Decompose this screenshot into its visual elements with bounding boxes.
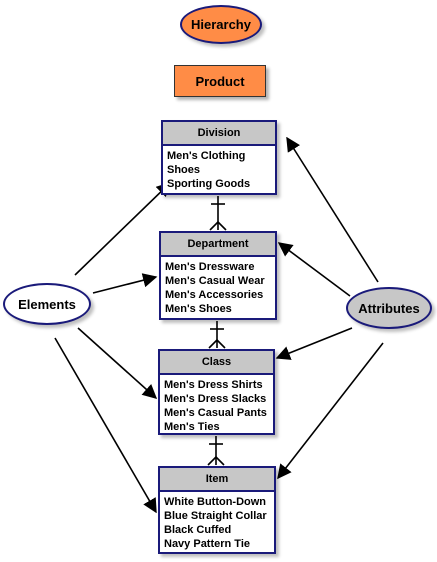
product-box: Product [174, 65, 266, 97]
level-item: Men's Casual Pants [164, 407, 267, 419]
level-items: White Button-Down Blue Straight Collar B… [160, 492, 274, 551]
level-item: Blue Straight Collar [164, 510, 267, 522]
level-division: Division Men's Clothing Shoes Sporting G… [161, 120, 277, 195]
product-label: Product [195, 73, 245, 89]
level-header: Item [160, 468, 274, 492]
title-text: Hierarchy [191, 17, 251, 32]
attributes-bubble: Attributes [346, 287, 432, 329]
title-bubble: Hierarchy [180, 5, 262, 44]
level-items: Men's Dressware Men's Casual Wear Men's … [161, 257, 275, 316]
attributes-label: Attributes [358, 300, 420, 316]
elements-label: Elements [18, 296, 76, 312]
level-item: Men's Dress Slacks [164, 393, 267, 405]
class-item-connector [207, 436, 225, 466]
level-item: White Button-Down [164, 496, 267, 508]
level-items: Men's Dress Shirts Men's Dress Slacks Me… [160, 375, 273, 434]
level-department: Department Men's Dressware Men's Casual … [159, 231, 277, 320]
elements-to-division-arrow [74, 181, 172, 276]
level-class: Class Men's Dress Shirts Men's Dress Sla… [158, 349, 275, 435]
attributes-to-division-arrow [286, 136, 379, 283]
department-class-connector [208, 321, 226, 349]
division-department-connector [209, 196, 227, 231]
level-items: Men's Clothing Shoes Sporting Goods [163, 146, 275, 191]
level-header: Class [160, 351, 273, 375]
elements-to-item-arrow [54, 337, 157, 514]
level-item: Black Cuffed [164, 524, 232, 536]
level-item: Men's Ties [164, 421, 220, 433]
attributes-to-department-arrow [277, 242, 351, 297]
level-header: Department [161, 233, 275, 257]
level-header: Division [163, 122, 275, 146]
level-item: Shoes [167, 164, 201, 176]
level-item: Men's Clothing [167, 150, 246, 162]
attributes-to-class-arrow [275, 327, 353, 360]
level-item: Men's Dress Shirts [164, 379, 263, 391]
level-item: Sporting Goods [167, 178, 251, 190]
level-item: Men's Accessories [165, 289, 264, 301]
level-item: Item White Button-Down Blue Straight Col… [158, 466, 276, 554]
attributes-to-item-arrow [277, 342, 384, 480]
elements-to-class-arrow [77, 327, 158, 399]
level-item: Men's Casual Wear [165, 275, 265, 287]
elements-bubble: Elements [3, 283, 91, 325]
elements-to-department-arrow [92, 273, 158, 294]
level-item: Navy Pattern Tie [164, 538, 251, 550]
level-item: Men's Dressware [165, 261, 255, 273]
level-item: Men's Shoes [165, 303, 232, 315]
